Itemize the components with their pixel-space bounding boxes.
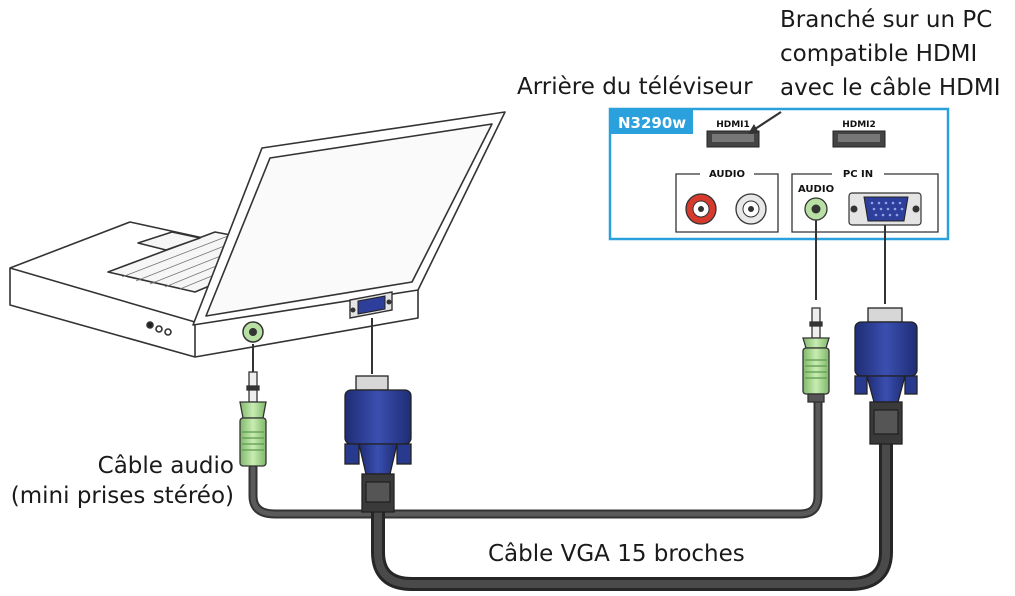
hdmi-note-line3: avec le câble HDMI bbox=[780, 75, 1001, 101]
audio-plug-left bbox=[239, 371, 267, 467]
laptop-led-icon bbox=[146, 321, 154, 329]
vga-plug-right bbox=[854, 307, 918, 445]
hdmi2-label: HDMI2 bbox=[842, 120, 876, 130]
hdmi-pointer-arrow-icon bbox=[751, 111, 782, 132]
audio-group-label: AUDIO bbox=[709, 169, 745, 180]
hdmi-note-line2: compatible HDMI bbox=[780, 41, 978, 67]
hdmi-note-line1: Branché sur un PC bbox=[780, 7, 993, 33]
pcin-audio-label: AUDIO bbox=[798, 184, 834, 195]
laptop-touchpad bbox=[137, 231, 201, 251]
audio-plug-right bbox=[802, 307, 830, 403]
tv-rear-panel: N3290w HDMI1 HDMI2 AUDIO PC IN AUDIO bbox=[608, 107, 950, 241]
audio-cable bbox=[248, 393, 823, 519]
model-name: N3290w bbox=[618, 114, 686, 132]
laptop-audio-port bbox=[242, 321, 264, 343]
audio-cable-label-line2: (mini prises stéréo) bbox=[10, 483, 234, 509]
vga-cable-label: Câble VGA 15 broches bbox=[488, 541, 745, 567]
laptop-vga-port bbox=[349, 291, 393, 319]
rca-white-jack bbox=[735, 193, 767, 225]
pcin-vga-port bbox=[848, 192, 922, 226]
rca-red-jack bbox=[685, 193, 717, 225]
tv-rear-title: Arrière du téléviseur bbox=[517, 74, 753, 100]
audio-cable-label-line1: Câble audio bbox=[97, 453, 234, 479]
hdmi1-label: HDMI1 bbox=[716, 120, 750, 130]
model-badge bbox=[611, 110, 693, 134]
laptop bbox=[9, 111, 506, 358]
pcin-group-label: PC IN bbox=[843, 169, 873, 180]
pcin-audio-jack bbox=[804, 197, 828, 221]
vga-plug-left bbox=[344, 375, 412, 513]
